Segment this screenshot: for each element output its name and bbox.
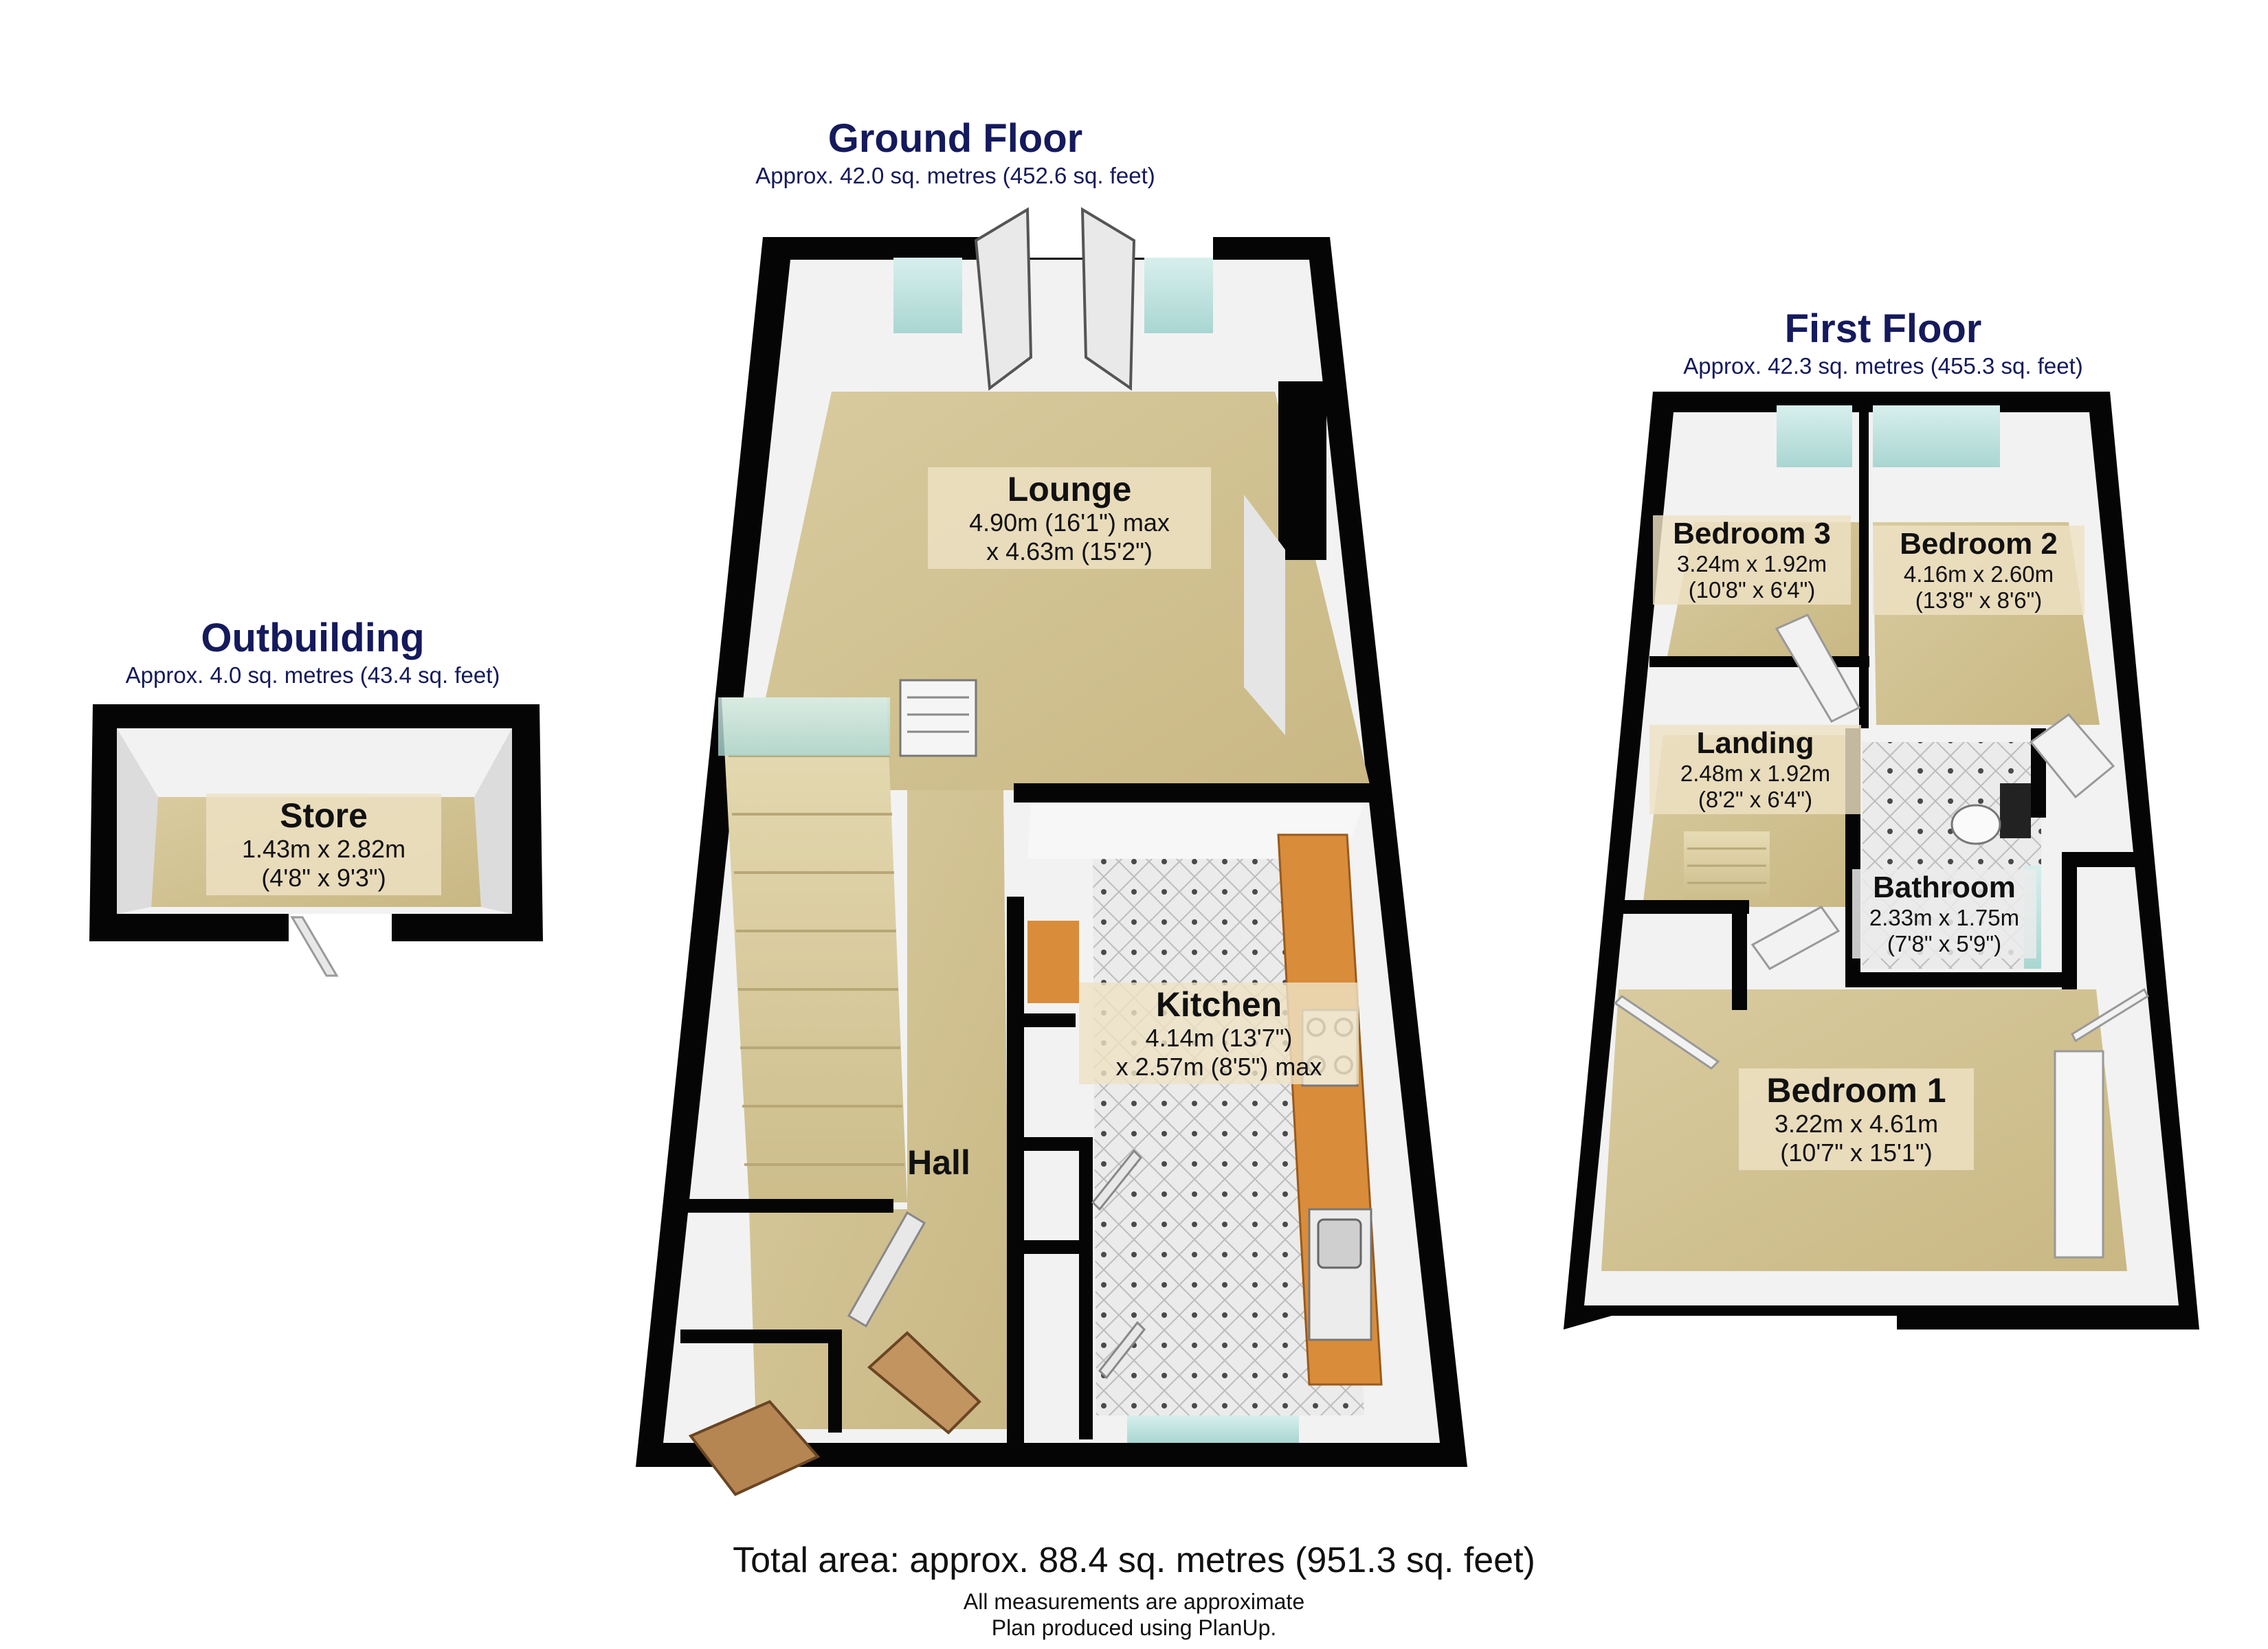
bedroom-3-name: Bedroom 3 — [1673, 517, 1831, 550]
outbuilding-area: Approx. 4.0 sq. metres (43.4 sq. feet) — [125, 662, 500, 688]
total-area: Total area: approx. 88.4 sq. metres (951… — [733, 1540, 1535, 1580]
landing-name: Landing — [1696, 726, 1814, 760]
ground-floor-heading: Ground Floor Approx. 42.0 sq. metres (45… — [687, 115, 1223, 190]
kitchen-door — [1091, 1149, 1143, 1211]
kitchen-back-door — [1098, 1321, 1146, 1380]
bathroom-name: Bathroom — [1873, 871, 2016, 904]
bathroom-label: Bathroom 2.33m x 1.75m (7'8" x 5'9") — [1852, 869, 2036, 958]
outbuilding-title: Outbuilding — [201, 616, 425, 660]
kitchen-name: Kitchen — [1155, 985, 1282, 1024]
bedroom-1-label: Bedroom 1 3.22m x 4.61m (10'7" x 15'1") — [1739, 1068, 1974, 1170]
bedroom-2-label: Bedroom 2 4.16m x 2.60m (13'8" x 8'6") — [1873, 526, 2084, 615]
bedroom-1-dim-2: (10'7" x 15'1") — [1780, 1138, 1933, 1167]
store-label: Store 1.43m x 2.82m (4'8" x 9'3") — [206, 794, 441, 895]
kitchen-dim-2: x 2.57m (8'5") max — [1115, 1053, 1322, 1081]
first-floor-heading: First Floor Approx. 42.3 sq. metres (455… — [1622, 306, 2144, 380]
bedroom-3-window — [1777, 405, 1852, 467]
hall-door — [847, 1211, 926, 1328]
hall-radiator — [899, 679, 977, 757]
lounge-window-left — [893, 258, 962, 333]
bedroom-3-label: Bedroom 3 3.24m x 1.92m (10'8" x 6'4") — [1653, 515, 1851, 605]
bathroom-toilet — [1950, 804, 2001, 845]
store-dim-1: 1.43m x 2.82m — [241, 835, 406, 863]
lounge-kitchen-wall — [1014, 783, 1381, 803]
first-floor-title: First Floor — [1784, 306, 1982, 351]
french-door-right — [1080, 207, 1136, 391]
first-floor-area: Approx. 42.3 sq. metres (455.3 sq. feet) — [1683, 353, 2083, 379]
lounge-label: Lounge 4.90m (16'1") max x 4.63m (15'2") — [928, 467, 1211, 569]
hall-label: Hall — [873, 1141, 1005, 1185]
bedroom-1-door-right — [2071, 987, 2149, 1043]
ground-floor-title: Ground Floor — [827, 116, 1083, 161]
outbuilding-heading: Outbuilding Approx. 4.0 sq. metres (43.4… — [69, 615, 557, 689]
chimney-breast — [1278, 381, 1326, 560]
front-door — [688, 1400, 821, 1496]
bedroom-2-dim-2: (13'8" x 8'6") — [1915, 587, 2043, 613]
bedroom-3-dim-1: 3.24m x 1.92m — [1676, 551, 1827, 576]
french-door-left — [974, 207, 1033, 391]
stair-glass-balustrade — [718, 697, 890, 756]
store-name: Store — [280, 796, 368, 835]
bedroom-1-dim-1: 3.22m x 4.61m — [1774, 1110, 1939, 1138]
landing-dim-2: (8'2" x 6'4") — [1698, 787, 1813, 812]
bedroom-1-door-left — [1613, 995, 1720, 1070]
lounge-window-right — [1144, 258, 1213, 333]
bed3-bed2-wall — [1859, 399, 1869, 728]
hall-floor — [749, 790, 1010, 1429]
bedroom-2-window — [1873, 405, 2000, 467]
kitchen-label: Kitchen 4.14m (13'7") x 2.57m (8'5") max — [1079, 983, 1359, 1084]
bedroom-1-name: Bedroom 1 — [1766, 1071, 1946, 1110]
bedroom-3-dim-2: (10'8" x 6'4") — [1688, 577, 1816, 603]
lounge-dim-1: 4.90m (16'1") max — [969, 508, 1170, 537]
bedroom-2-name: Bedroom 2 — [1900, 527, 2058, 561]
bedroom-2-door — [2029, 713, 2115, 799]
plan-credit: Plan produced using PlanUp. — [991, 1615, 1277, 1640]
footer: Total area: approx. 88.4 sq. metres (951… — [619, 1539, 1649, 1641]
bathroom-door — [1750, 906, 1841, 970]
kitchen-window — [1127, 1415, 1299, 1443]
bedroom-2-dim-1: 4.16m x 2.60m — [1903, 561, 2054, 587]
store-dim-2: (4'8" x 9'3") — [261, 864, 386, 892]
staircase — [722, 697, 907, 1202]
landing-dim-1: 2.48m x 1.92m — [1680, 761, 1831, 786]
cupboard-door — [867, 1331, 981, 1435]
bedroom-3-door — [1775, 614, 1861, 723]
measurements-note: All measurements are approximate — [963, 1589, 1305, 1614]
bathroom-dim-2: (7'8" x 5'9") — [1887, 931, 2002, 956]
kitchen-left-wall — [1007, 897, 1024, 1453]
ground-floor-plan — [636, 207, 1467, 1496]
landing-label: Landing 2.48m x 1.92m (8'2" x 6'4") — [1649, 725, 1861, 814]
ground-floor-area: Approx. 42.0 sq. metres (452.6 sq. feet) — [755, 163, 1155, 188]
bathroom-toilet-cistern — [2000, 783, 2031, 838]
hall-name: Hall — [907, 1143, 970, 1182]
kitchen-worktop-left — [1027, 921, 1079, 1003]
bedroom-1-wardrobe — [2054, 1050, 2104, 1259]
lounge-name: Lounge — [1007, 470, 1132, 508]
store-door — [290, 916, 339, 977]
kitchen-dim-1: 4.14m (13'7") — [1145, 1024, 1293, 1052]
bathroom-dim-1: 2.33m x 1.75m — [1869, 905, 2020, 930]
lounge-dim-2: x 4.63m (15'2") — [986, 537, 1153, 565]
